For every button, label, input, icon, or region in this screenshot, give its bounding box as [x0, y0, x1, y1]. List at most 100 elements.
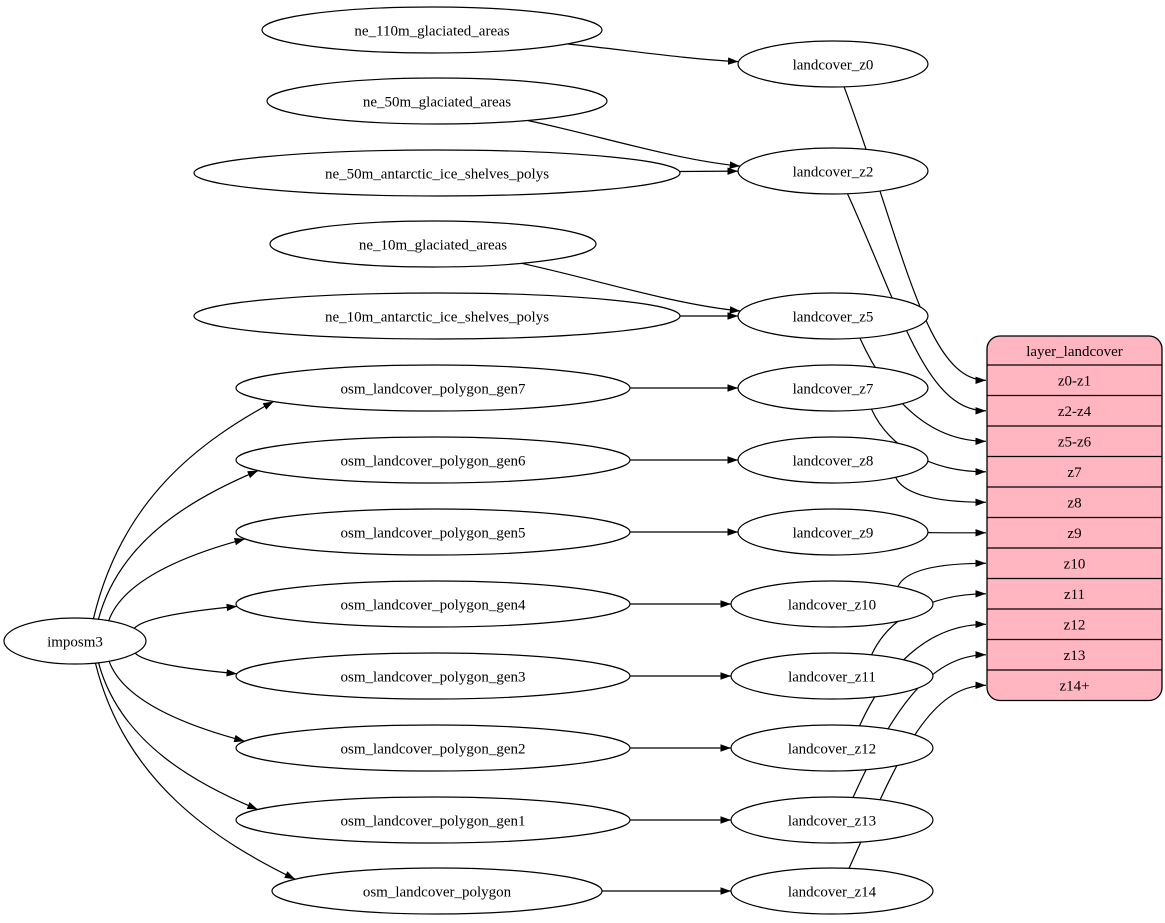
edge-imposm3-to-osm_landcover_polygon_gen4	[133, 603, 238, 629]
edge-imposm3-to-osm_landcover_polygon_gen2	[108, 660, 245, 743]
edge-imposm3-to-osm_landcover_polygon_gen5	[108, 538, 246, 622]
table-layer: layer_landcover z0-z1 z2-z4 z5-z6 z7 z8 z9 z10 z…	[986, 335, 1163, 702]
node-osm_landcover_polygon_gen6: osm_landcover_polygon_gen6	[235, 436, 631, 484]
edge-landcover_z10-to-row-z10	[897, 559, 987, 587]
table-row-label-z7: z7	[1067, 465, 1082, 481]
node-osm_landcover_polygon_gen4: osm_landcover_polygon_gen4	[235, 580, 631, 628]
table-row-label-z8: z8	[1067, 496, 1081, 512]
node-ellipse	[235, 436, 631, 484]
node-label: osm_landcover_polygon	[363, 884, 512, 900]
table-row-label-z14+: z14+	[1059, 679, 1089, 695]
edge-imposm3-to-osm_landcover_polygon_gen1	[97, 662, 259, 811]
node-label: landcover_z9	[793, 525, 874, 541]
edge-imposm3-to-osm_landcover_polygon_gen3	[134, 652, 238, 677]
node-ellipse	[271, 867, 603, 915]
node-ellipse	[737, 40, 929, 88]
node-ellipse	[235, 796, 631, 844]
node-label: landcover_z0	[793, 57, 874, 73]
node-osm_landcover_polygon_gen3: osm_landcover_polygon_gen3	[235, 652, 631, 700]
edge-ne_10m_glaciated_areas-to-landcover_z5	[521, 262, 741, 314]
node-ellipse	[235, 508, 631, 556]
edge-imposm3-to-osm_landcover_polygon_gen7	[92, 400, 274, 619]
node-ellipse	[730, 652, 934, 700]
node-label: ne_10m_antarctic_ice_shelves_polys	[325, 309, 549, 325]
node-osm_landcover_polygon_gen5: osm_landcover_polygon_gen5	[235, 508, 631, 556]
node-label: landcover_z12	[788, 741, 876, 757]
node-landcover_z12: landcover_z12	[730, 724, 934, 772]
node-landcover_z11: landcover_z11	[730, 652, 934, 700]
node-osm_landcover_polygon_gen7: osm_landcover_polygon_gen7	[235, 364, 631, 412]
node-landcover_z5: landcover_z5	[737, 292, 929, 340]
node-landcover_z13: landcover_z13	[730, 796, 934, 844]
node-ellipse	[737, 508, 929, 556]
node-label: imposm3	[47, 634, 103, 650]
node-ellipse	[266, 77, 608, 125]
node-ne_50m_antarctic_ice_shelves_polys: ne_50m_antarctic_ice_shelves_polys	[193, 149, 681, 197]
node-label: ne_110m_glaciated_areas	[354, 23, 509, 39]
node-ellipse	[730, 867, 934, 915]
table-row-label-z0-z1: z0-z1	[1058, 374, 1091, 390]
node-ellipse	[737, 147, 929, 195]
node-ellipse	[269, 220, 597, 268]
node-ne_10m_antarctic_ice_shelves_polys: ne_10m_antarctic_ice_shelves_polys	[193, 292, 681, 340]
node-ellipse	[235, 652, 631, 700]
node-ellipse	[193, 292, 681, 340]
edge-imposm3-to-osm_landcover_polygon_gen6	[97, 470, 259, 620]
node-landcover_z2: landcover_z2	[737, 147, 929, 195]
node-landcover_z10: landcover_z10	[730, 580, 934, 628]
node-ellipse	[737, 364, 929, 412]
node-label: landcover_z5	[793, 309, 874, 325]
node-ellipse	[730, 796, 934, 844]
node-label: ne_50m_antarctic_ice_shelves_polys	[325, 166, 549, 182]
node-label: landcover_z11	[788, 669, 876, 685]
node-label: osm_landcover_polygon_gen3	[341, 669, 526, 685]
edge-landcover_z12-to-row-z12	[858, 620, 987, 727]
table-body	[986, 335, 1163, 702]
edge-landcover_z5-to-row-z5-z6	[859, 337, 987, 445]
node-ellipse	[3, 617, 147, 665]
nodes-layer: imposm3 ne_110m_glaciated_areas ne_50m_gla…	[3, 6, 934, 915]
edge-imposm3-to-osm_landcover_polygon	[94, 662, 296, 880]
node-ellipse	[235, 364, 631, 412]
table-row-label-z12: z12	[1064, 618, 1086, 634]
node-label: osm_landcover_polygon_gen7	[341, 381, 526, 397]
node-imposm3: imposm3	[3, 617, 147, 665]
node-label: landcover_z7	[793, 381, 874, 397]
node-ellipse	[235, 580, 631, 628]
node-ne_10m_glaciated_areas: ne_10m_glaciated_areas	[269, 220, 597, 268]
table-row-label-z11: z11	[1064, 587, 1085, 603]
edge-landcover_z2-to-row-z2-z4	[846, 193, 987, 415]
node-label: landcover_z8	[793, 453, 874, 469]
node-landcover_z8: landcover_z8	[737, 436, 929, 484]
node-landcover_z9: landcover_z9	[737, 508, 929, 556]
node-ellipse	[737, 292, 929, 340]
node-label: ne_50m_glaciated_areas	[363, 94, 511, 110]
table-row-label-z5-z6: z5-z6	[1058, 435, 1092, 451]
node-label: osm_landcover_polygon_gen6	[341, 453, 526, 469]
node-label: landcover_z14	[788, 884, 877, 900]
node-label: osm_landcover_polygon_gen1	[341, 813, 526, 829]
node-label: osm_landcover_polygon_gen4	[341, 597, 526, 613]
node-label: landcover_z2	[793, 164, 874, 180]
edge-landcover_z8-to-row-z8	[895, 477, 987, 506]
node-label: osm_landcover_polygon_gen5	[341, 525, 526, 541]
table-row-label-z10: z10	[1064, 557, 1086, 573]
table-row-label-z9: z9	[1067, 526, 1081, 542]
node-label: ne_10m_glaciated_areas	[359, 237, 507, 253]
node-label: landcover_z10	[788, 597, 876, 613]
node-ellipse	[730, 724, 934, 772]
node-ellipse	[235, 724, 631, 772]
node-ellipse	[193, 149, 681, 197]
node-label: osm_landcover_polygon_gen2	[341, 741, 526, 757]
node-landcover_z14: landcover_z14	[730, 867, 934, 915]
table-row-label-z13: z13	[1064, 648, 1086, 664]
node-ellipse	[261, 6, 603, 54]
node-ne_110m_glaciated_areas: ne_110m_glaciated_areas	[261, 6, 603, 54]
table-row-label-z2-z4: z2-z4	[1058, 404, 1092, 420]
node-osm_landcover_polygon_gen2: osm_landcover_polygon_gen2	[235, 724, 631, 772]
node-label: landcover_z13	[788, 813, 876, 829]
node-landcover_z0: landcover_z0	[737, 40, 929, 88]
table-header: layer_landcover	[1026, 344, 1123, 360]
node-landcover_z7: landcover_z7	[737, 364, 929, 412]
